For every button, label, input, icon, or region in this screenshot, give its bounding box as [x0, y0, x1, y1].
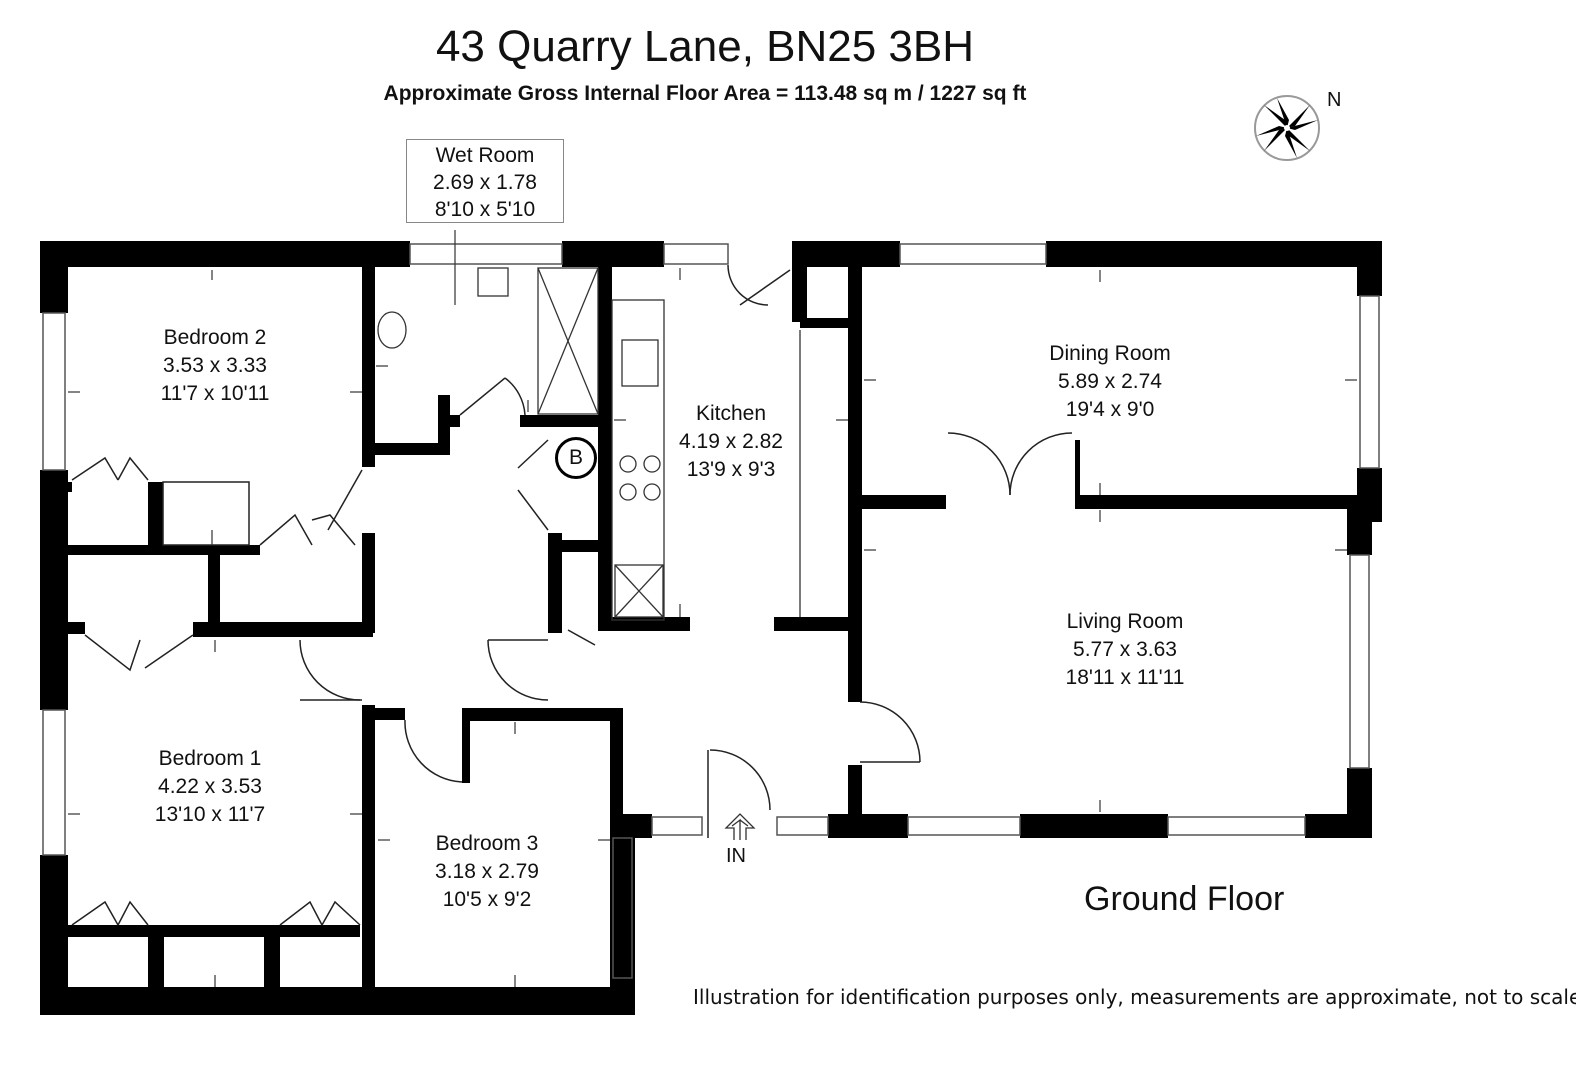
floor-area-subtitle: Approximate Gross Internal Floor Area = …: [383, 82, 1027, 105]
room-label-kitchen: Kitchen 4.19 x 2.82 13'9 x 9'3: [666, 400, 796, 484]
room-metric: 5.77 x 3.63: [1073, 638, 1177, 661]
boiler-label: B: [555, 437, 597, 479]
room-name: Wet Room: [435, 144, 535, 167]
entrance-label: IN: [726, 845, 746, 867]
fixtures: [377, 267, 801, 621]
room-metric: 3.18 x 2.79: [435, 860, 539, 883]
room-label-bedroom-3: Bedroom 3 3.18 x 2.79 10'5 x 9'2: [412, 830, 562, 914]
room-imperial: 11'7 x 10'11: [160, 382, 270, 405]
floor-label: Ground Floor: [1084, 880, 1285, 918]
walls: [40, 241, 1382, 1015]
disclaimer-text: Illustration for identification purposes…: [693, 985, 1576, 1009]
wardrobe-doors: [71, 456, 361, 926]
room-imperial: 8'10 x 5'10: [434, 198, 536, 221]
room-label-living-room: Living Room 5.77 x 3.63 18'11 x 11'11: [1040, 608, 1210, 692]
room-name: Bedroom 2: [163, 326, 267, 349]
room-label-dining-room: Dining Room 5.89 x 2.74 19'4 x 9'0: [1030, 340, 1190, 424]
room-imperial: 13'9 x 9'3: [686, 458, 776, 481]
room-metric: 4.22 x 3.53: [158, 775, 262, 798]
room-label-bedroom-1: Bedroom 1 4.22 x 3.53 13'10 x 11'7: [130, 745, 290, 829]
north-label: N: [1327, 89, 1342, 111]
room-imperial: 18'11 x 11'11: [1065, 666, 1185, 689]
doors: [299, 264, 1073, 838]
room-name: Living Room: [1066, 610, 1184, 633]
north-compass-icon: [1254, 95, 1320, 161]
windows: [42, 243, 1380, 979]
room-name: Bedroom 1: [158, 747, 262, 770]
room-metric: 4.19 x 2.82: [679, 430, 783, 453]
room-name: Kitchen: [695, 402, 767, 425]
room-name: Bedroom 3: [435, 832, 539, 855]
dimension-arrows: [68, 230, 1357, 987]
page-title: 43 Quarry Lane, BN25 3BH: [435, 22, 975, 71]
room-imperial: 13'10 x 11'7: [154, 803, 266, 826]
room-imperial: 10'5 x 9'2: [442, 888, 532, 911]
room-label-bedroom-2: Bedroom 2 3.53 x 3.33 11'7 x 10'11: [140, 324, 290, 408]
room-metric: 2.69 x 1.78: [433, 171, 537, 194]
room-metric: 3.53 x 3.33: [163, 354, 267, 377]
room-imperial: 19'4 x 9'0: [1065, 398, 1155, 421]
room-metric: 5.89 x 2.74: [1058, 370, 1162, 393]
room-label-wet-room: Wet Room 2.69 x 1.78 8'10 x 5'10: [406, 139, 564, 223]
entrance-arrow-icon: [724, 813, 756, 840]
room-name: Dining Room: [1049, 342, 1171, 365]
